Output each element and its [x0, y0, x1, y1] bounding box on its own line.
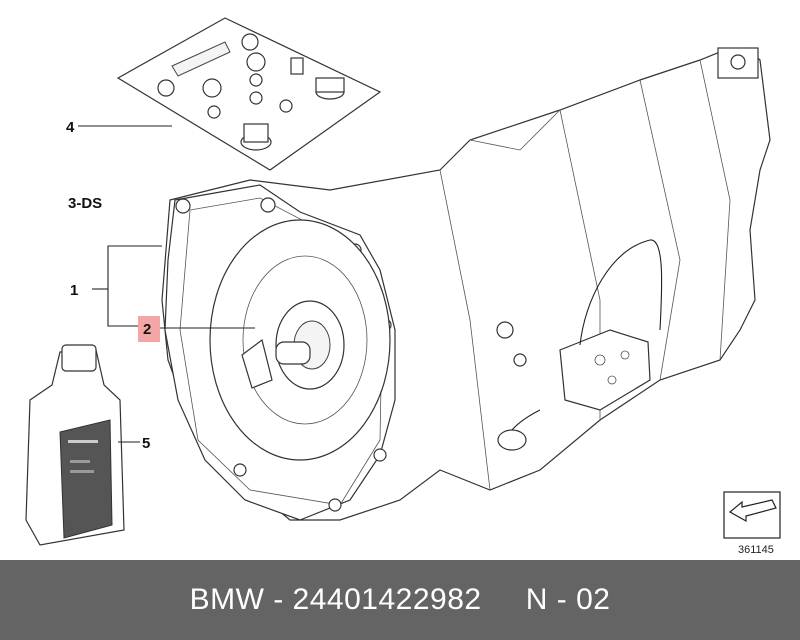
reference-number: 361145 [738, 544, 774, 556]
torque-converter [209, 219, 391, 461]
leader-lines [78, 125, 255, 443]
footer-bar: BMW - 24401422982 N - 02 [0, 560, 800, 640]
part-number-caption: BMW - 24401422982 N - 02 [189, 583, 611, 616]
callout-4: 4 [66, 119, 75, 136]
callout-5: 5 [142, 435, 150, 452]
valve-body [496, 239, 663, 451]
gasket-kit-sheet [116, 17, 382, 171]
orientation-arrow-icon [723, 491, 781, 539]
callout-1: 1 [70, 282, 78, 299]
parts-diagram: 4 3-DS 1 2 5 361145 [25, 17, 781, 556]
oil-bottle [25, 344, 125, 546]
section-label: 3-DS [68, 195, 102, 212]
callout-2: 2 [143, 321, 151, 338]
callout-2-highlight [138, 316, 160, 342]
